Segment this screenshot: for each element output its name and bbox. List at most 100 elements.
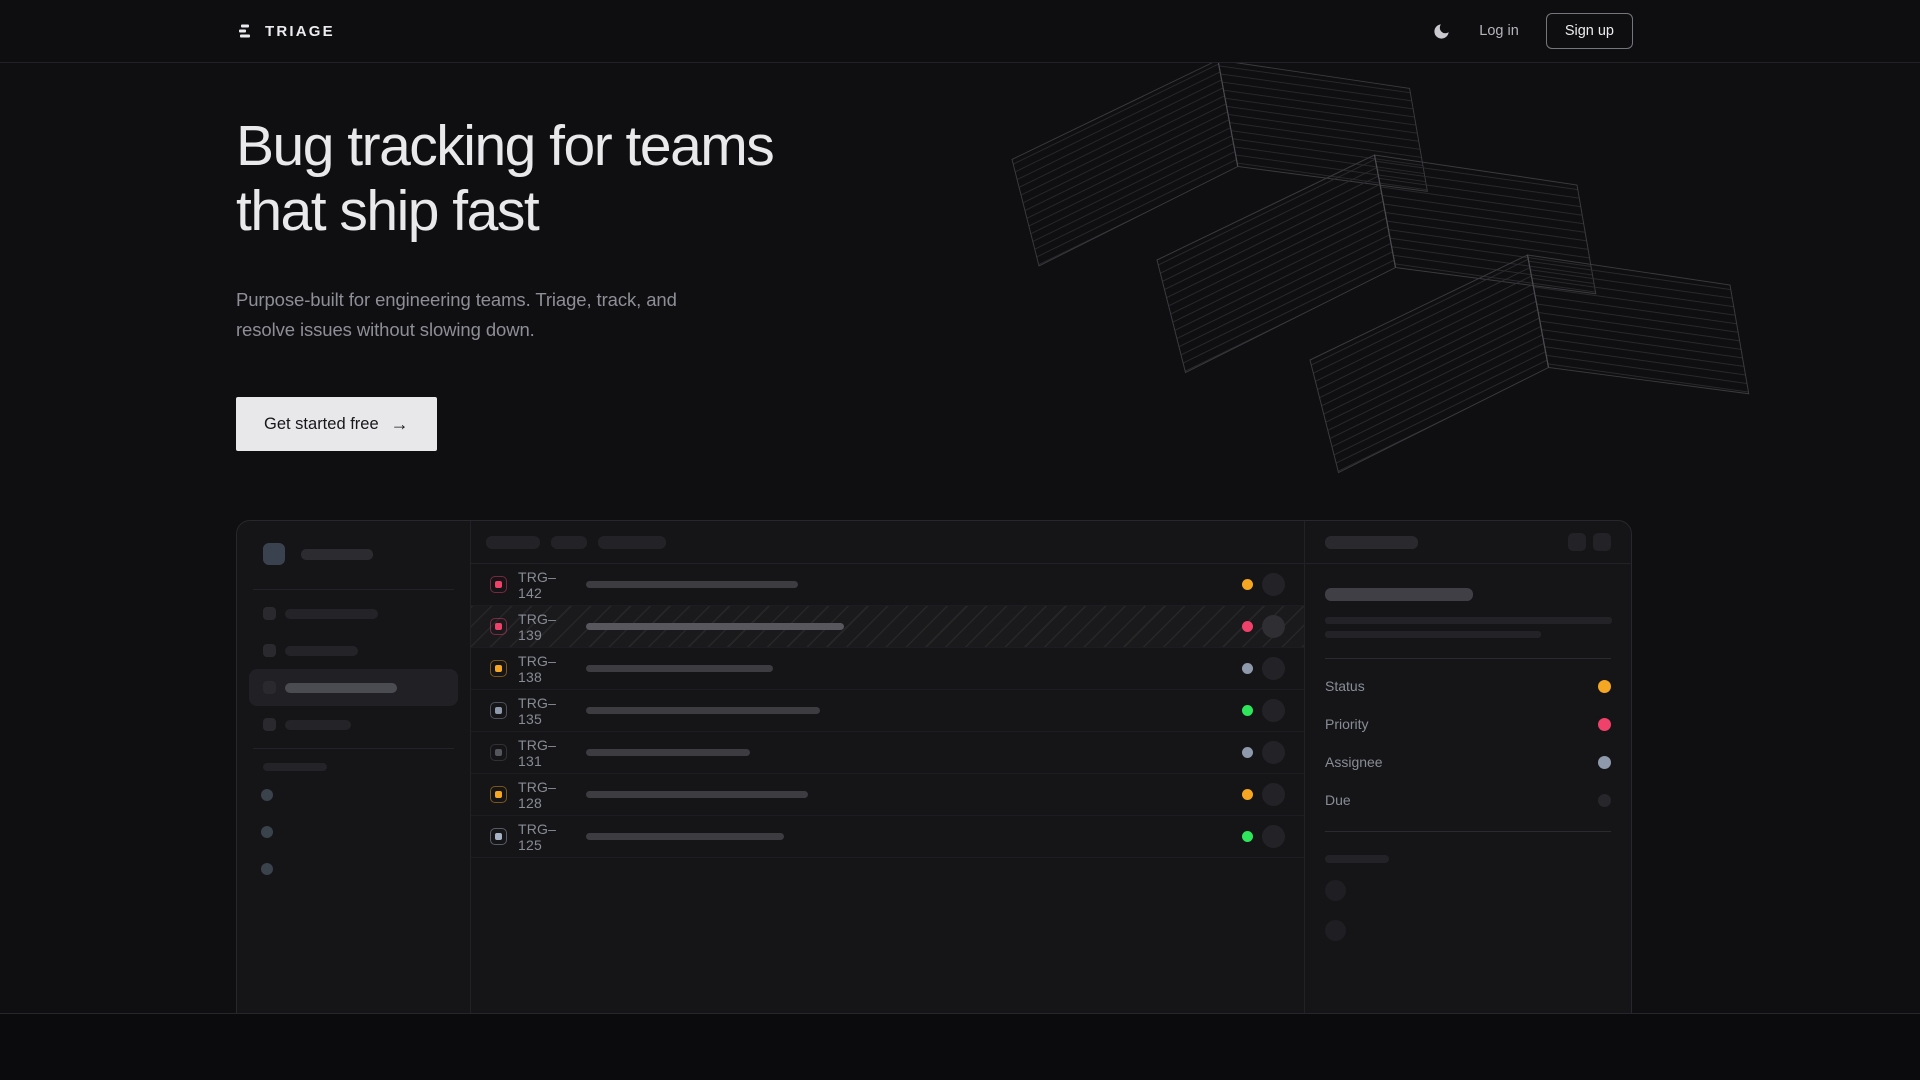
issue-title-skeleton bbox=[586, 623, 844, 630]
arrow-right-icon: → bbox=[390, 413, 409, 434]
top-nav: TRIAGE Log in Sign up bbox=[0, 0, 1920, 63]
moon-icon bbox=[1434, 23, 1449, 39]
mockup-panel-title-skeleton bbox=[1325, 535, 1418, 549]
issue-type-icon bbox=[490, 660, 507, 677]
mockup-sidebar-item-icon bbox=[263, 607, 276, 620]
mockup-sidebar-item-icon bbox=[263, 718, 276, 731]
issue-assignee-avatar bbox=[1262, 783, 1285, 806]
mockup-issue-row: TRG–125 bbox=[471, 816, 1304, 858]
field-value-dot bbox=[1598, 755, 1611, 769]
issue-assignee-avatar bbox=[1262, 615, 1285, 638]
field-label: Due bbox=[1325, 792, 1351, 808]
footer-band bbox=[0, 1013, 1920, 1080]
mockup-workspace-avatar bbox=[263, 543, 285, 565]
mockup-sidebar-dot bbox=[261, 789, 273, 801]
mockup-sidebar-item bbox=[249, 706, 458, 743]
mockup-sidebar-item-icon bbox=[263, 644, 276, 657]
get-started-button[interactable]: Get started free → bbox=[236, 397, 437, 451]
wireframe-ribbons-decoration bbox=[1011, 59, 1750, 474]
mockup-detail-field: Assignee bbox=[1325, 743, 1611, 781]
issue-type-icon bbox=[490, 702, 507, 719]
mockup-comments-label-skeleton bbox=[1325, 855, 1389, 863]
mockup-sidebar-divider bbox=[253, 748, 454, 749]
issue-title-skeleton bbox=[586, 581, 798, 588]
signup-button[interactable]: Sign up bbox=[1545, 13, 1633, 49]
theme-toggle-button[interactable] bbox=[1430, 20, 1452, 42]
mockup-panel-divider bbox=[1325, 658, 1611, 659]
field-value-dot bbox=[1598, 679, 1611, 693]
issue-type-icon bbox=[490, 618, 507, 635]
issue-assignee-avatar bbox=[1262, 741, 1285, 764]
mockup-issue-row: TRG–142 bbox=[471, 564, 1304, 606]
mockup-description-skeleton bbox=[1325, 617, 1612, 624]
issue-id: TRG–125 bbox=[518, 820, 557, 853]
issue-type-icon bbox=[490, 744, 507, 761]
field-label: Assignee bbox=[1325, 754, 1383, 770]
mockup-sidebar-item-label-skeleton bbox=[285, 608, 378, 619]
issue-id: TRG–131 bbox=[518, 736, 557, 769]
issue-type-icon bbox=[490, 828, 507, 845]
hero-subtitle-line2: resolve issues without slowing down. bbox=[236, 319, 535, 340]
mockup-list-header bbox=[471, 521, 1304, 564]
mockup-panel-action-button bbox=[1593, 533, 1611, 551]
issue-status-dot bbox=[1242, 663, 1253, 674]
mockup-issue-row: TRG–128 bbox=[471, 774, 1304, 816]
issue-id: TRG–138 bbox=[518, 652, 557, 685]
issue-status-dot bbox=[1242, 831, 1253, 842]
mockup-detail-field: Due bbox=[1325, 781, 1611, 819]
mockup-filter-pill bbox=[551, 535, 587, 549]
issue-id: TRG–135 bbox=[518, 694, 557, 727]
issue-assignee-avatar bbox=[1262, 657, 1285, 680]
mockup-sidebar-item bbox=[249, 669, 458, 706]
issue-status-dot bbox=[1242, 789, 1253, 800]
field-label: Status bbox=[1325, 678, 1365, 694]
brand-logo[interactable]: TRIAGE bbox=[236, 22, 335, 40]
triage-logo-icon bbox=[239, 24, 250, 38]
mockup-sidebar-dot bbox=[261, 826, 273, 838]
mockup-panel-divider bbox=[1325, 831, 1611, 832]
issue-assignee-avatar bbox=[1262, 573, 1285, 596]
issue-id: TRG–128 bbox=[518, 778, 557, 811]
mockup-sidebar-item-label-skeleton bbox=[285, 719, 351, 730]
issue-title-skeleton bbox=[586, 833, 784, 840]
hero-subtitle-line1: Purpose-built for engineering teams. Tri… bbox=[236, 289, 677, 310]
mockup-sidebar bbox=[237, 521, 471, 1059]
hero-title-line2: that ship fast bbox=[236, 179, 540, 243]
issue-status-dot bbox=[1242, 747, 1253, 758]
mockup-detail-field: Status bbox=[1325, 667, 1611, 705]
hero-title-line1: Bug tracking for teams bbox=[236, 114, 775, 178]
issue-type-icon bbox=[490, 786, 507, 803]
field-value-dot bbox=[1598, 793, 1611, 807]
mockup-panel-header bbox=[1305, 521, 1631, 564]
issue-title-skeleton bbox=[586, 749, 750, 756]
mockup-sidebar-item bbox=[249, 632, 458, 669]
field-value-dot bbox=[1598, 717, 1611, 731]
field-label: Priority bbox=[1325, 716, 1369, 732]
mockup-comment-avatar bbox=[1325, 920, 1346, 941]
mockup-issue-row: TRG–139 bbox=[471, 606, 1304, 648]
issue-id: TRG–139 bbox=[518, 610, 557, 643]
mockup-detail-field: Priority bbox=[1325, 705, 1611, 743]
issue-title-skeleton bbox=[586, 707, 820, 714]
issue-status-dot bbox=[1242, 705, 1253, 716]
issue-assignee-avatar bbox=[1262, 825, 1285, 848]
mockup-section-label-skeleton bbox=[263, 763, 327, 771]
issue-title-skeleton bbox=[586, 665, 773, 672]
mockup-sidebar-dot bbox=[261, 863, 273, 875]
issue-id: TRG–142 bbox=[518, 568, 557, 601]
mockup-issue-title-skeleton bbox=[1325, 588, 1473, 601]
login-link[interactable]: Log in bbox=[1479, 23, 1519, 39]
issue-assignee-avatar bbox=[1262, 699, 1285, 722]
mockup-workspace-row bbox=[263, 543, 470, 565]
brand-name: TRIAGE bbox=[265, 22, 335, 40]
mockup-workspace-name-skeleton bbox=[301, 548, 373, 560]
get-started-label: Get started free bbox=[264, 414, 379, 433]
mockup-sidebar-dots bbox=[237, 789, 470, 875]
